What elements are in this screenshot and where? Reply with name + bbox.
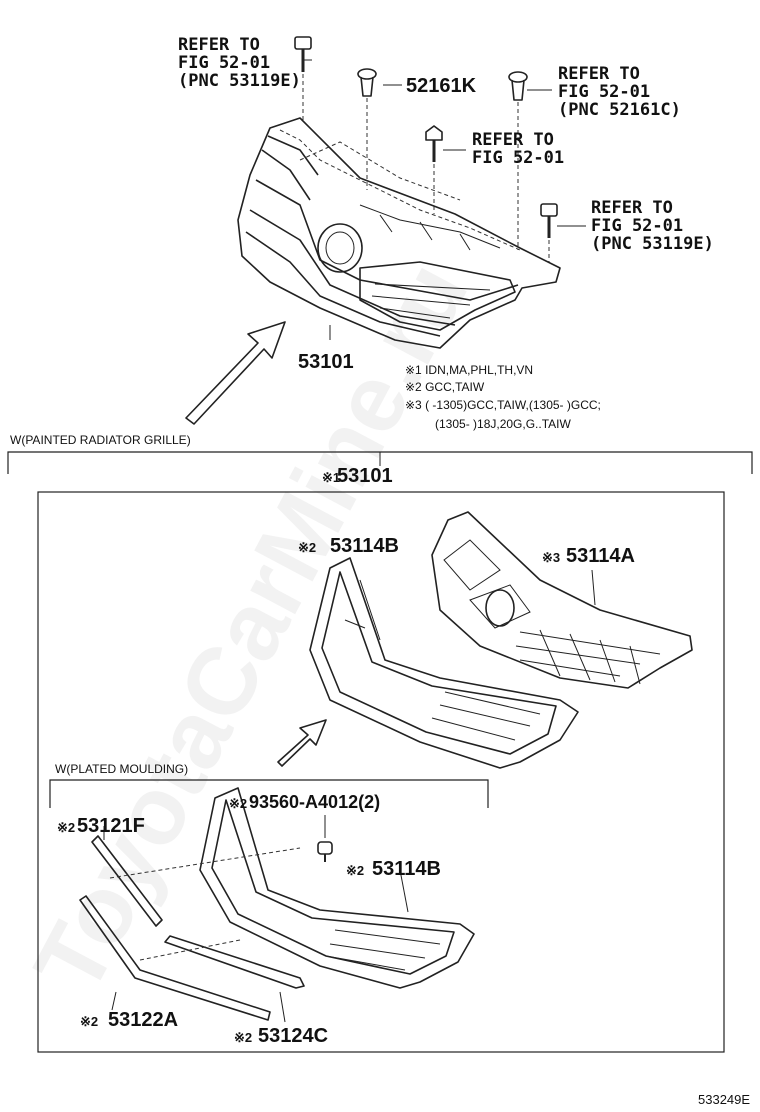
figure-id: 533249E — [698, 1092, 750, 1107]
part-number-53114B-plated: 53114B — [372, 858, 441, 880]
refer-label-line: FIG 52-01 — [178, 53, 270, 73]
part-number-53101-assembly: 53101 — [337, 465, 393, 487]
grille-frame-plated-53114B — [199, 787, 475, 989]
applicability-note: ※2 GCC,TAIW — [405, 380, 485, 394]
clip-icon — [317, 841, 333, 862]
moulding-53124C — [164, 935, 305, 989]
refer-label-line: REFER TO — [472, 130, 554, 150]
watermark-text: ToyotaCarMine.ru — [14, 245, 488, 1010]
applicability-note: (1305- )18J,20G,G..TAIW — [435, 417, 571, 431]
part-number-53122A: 53122A — [108, 1009, 178, 1031]
part-number-53124C: 53124C — [258, 1025, 328, 1047]
refer-label-line: (PNC 53119E) — [591, 234, 714, 254]
part-number-53101: 53101 — [298, 351, 354, 373]
part-number-53121F: 53121F — [77, 815, 145, 837]
refer-label-line: REFER TO — [558, 64, 640, 84]
screw-icon — [540, 203, 558, 238]
note-mark: ※2 — [229, 796, 247, 811]
screw-icon — [294, 36, 312, 72]
part-number-53114B: 53114B — [330, 535, 399, 557]
part-number-93560-A4012: 93560-A4012(2) — [249, 792, 380, 812]
section-title-plated: W(PLATED MOULDING) — [55, 762, 188, 776]
clip-icon — [357, 68, 377, 97]
applicability-note: ※3 ( -1305)GCC,TAIW,(1305- )GCC; — [405, 398, 601, 412]
moulding-53122A — [79, 895, 271, 1021]
section-title-painted: W(PAINTED RADIATOR GRILLE) — [10, 433, 191, 447]
refer-label-line: REFER TO — [178, 35, 260, 55]
refer-label-line: REFER TO — [591, 198, 673, 218]
note-mark: ※1 — [322, 470, 340, 485]
note-mark: ※2 — [298, 540, 316, 555]
note-mark: ※3 — [542, 550, 560, 565]
refer-label-line: (PNC 53119E) — [178, 71, 301, 91]
grille-frame-53114B — [309, 557, 579, 769]
refer-label-line: FIG 52-01 — [558, 82, 650, 102]
refer-label-line: (PNC 52161C) — [558, 100, 681, 120]
applicability-note: ※1 IDN,MA,PHL,TH,VN — [405, 363, 533, 377]
refer-label-line: FIG 52-01 — [591, 216, 683, 236]
grille-insert-53114A — [431, 511, 693, 689]
upper-grille-assembly — [185, 36, 586, 425]
refer-label-line: FIG 52-01 — [472, 148, 564, 168]
part-number-53114A: 53114A — [566, 545, 635, 567]
assembly-frame — [37, 491, 725, 1053]
moulding-53121F — [91, 835, 163, 927]
note-mark: ※2 — [80, 1014, 98, 1029]
clip-icon — [508, 71, 528, 101]
section-bracket — [49, 779, 489, 808]
note-mark: ※2 — [346, 863, 364, 878]
install-arrow-icon — [185, 321, 286, 425]
part-number-52161K: 52161K — [406, 75, 477, 97]
install-arrow-icon — [277, 719, 327, 767]
note-mark: ※2 — [234, 1030, 252, 1045]
note-mark: ※2 — [57, 820, 75, 835]
bolt-icon — [425, 125, 443, 162]
